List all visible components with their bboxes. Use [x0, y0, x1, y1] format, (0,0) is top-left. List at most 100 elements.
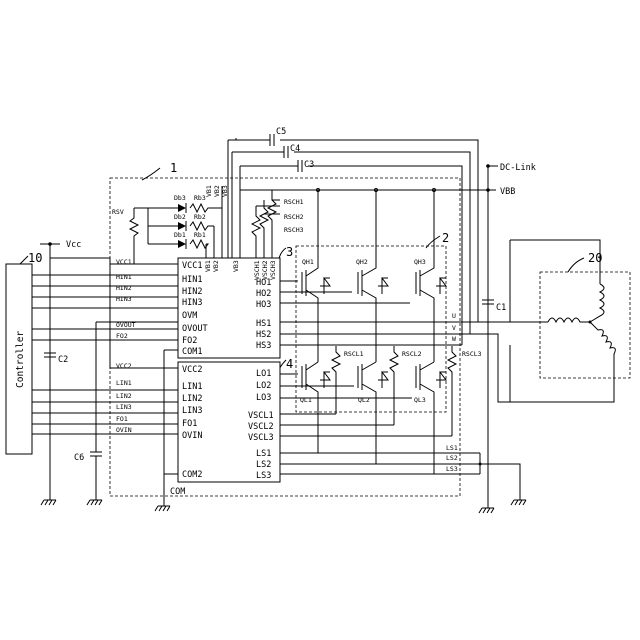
c6-capacitor: [90, 322, 178, 500]
rb1-label: Rb1: [194, 231, 206, 239]
rsch2-label: RSCH2: [284, 213, 304, 221]
hvic-pin-hs3: HS3: [256, 341, 271, 351]
lvic-pin-vcc2: VCC2: [182, 365, 202, 375]
vb3-wire-label: VB3: [221, 185, 229, 197]
hvic-top-vb3: VB3: [232, 260, 240, 272]
db1-diode: [178, 240, 186, 248]
ls2-node-label: LS2: [446, 454, 458, 462]
lvic-pin-lin3: LIN3: [182, 406, 202, 416]
lvic-pin-vscl1: VSCL1: [248, 411, 274, 421]
controller-label: Controller: [15, 331, 26, 388]
sig-fo2: FO2: [116, 332, 128, 340]
lvic-pin-lo3: LO3: [256, 393, 271, 403]
lvic-pin-lo1: LO1: [256, 369, 271, 379]
vb1-wire-label: VB1: [205, 185, 213, 197]
controller-signal-wires: [32, 275, 178, 434]
rsv-resistor: [130, 208, 178, 264]
rb2-label: Rb2: [194, 213, 206, 221]
sig-vcc2: VCC2: [116, 362, 132, 370]
c1-label: C1: [496, 303, 506, 313]
ql2-igbt: [358, 362, 388, 464]
vb2-wire-label: VB2: [213, 185, 221, 197]
lvic-number: 4: [286, 357, 293, 371]
hvic-pin-hs1: HS1: [256, 319, 271, 329]
lvic-pin-lo2: LO2: [256, 381, 271, 391]
qh3-label: QH3: [414, 258, 426, 266]
ql3-label: QL3: [414, 396, 426, 404]
lvic-pin-ls3: LS3: [256, 471, 271, 481]
sig-hin2: HIN2: [116, 284, 132, 292]
rscl3-label: RSCL3: [462, 350, 482, 358]
phase-u: U: [452, 312, 456, 320]
c4-label: C4: [290, 144, 300, 154]
hvic-pin-ho2: HO2: [256, 289, 271, 299]
hvic-pin-hin2: HIN2: [182, 287, 202, 297]
com-label: COM: [170, 487, 185, 497]
hvic-pin-ho3: HO3: [256, 300, 271, 310]
lvic-pin-ls1: LS1: [256, 449, 271, 459]
ql3-igbt: [416, 362, 446, 474]
c6-label: C6: [74, 453, 84, 463]
dclink-node: [486, 164, 490, 168]
rscl-resistors: [332, 346, 456, 436]
vcc-node: [48, 242, 52, 246]
hvic-pin-vcc1: VCC1: [182, 261, 202, 271]
ground-symbols: [41, 500, 526, 513]
qh2-label: QH2: [356, 258, 368, 266]
sig-hin3: HIN3: [116, 295, 132, 303]
sig-vcc1: VCC1: [116, 258, 132, 266]
db2-label: Db2: [174, 213, 186, 221]
c2-label: C2: [58, 355, 68, 365]
hvic-pin-ho1: HO1: [256, 278, 271, 288]
lvic-pin-com2: COM2: [182, 470, 202, 480]
controller-number: 10: [28, 251, 42, 265]
rsch3-label: RSCH3: [284, 226, 304, 234]
c3-label: C3: [304, 160, 314, 170]
db2-diode: [178, 222, 186, 230]
hvic-number: 3: [286, 245, 293, 259]
sig-fo1: FO1: [116, 415, 128, 423]
ls3-node-label: LS3: [446, 465, 458, 473]
ql1-label: QL1: [300, 396, 312, 404]
rsch-resistors: [252, 190, 280, 258]
hvic-top-vb2: VB2: [212, 260, 220, 272]
sig-lin2: LIN2: [116, 392, 132, 400]
hvic-pin-com1: COM1: [182, 347, 202, 357]
hvic-pin-hs2: HS2: [256, 330, 271, 340]
hvic-pin-hin1: HIN1: [182, 275, 202, 285]
sig-lin1: LIN1: [116, 379, 132, 387]
hvic-top-vb1: VB1: [204, 260, 212, 272]
inverter-number: 2: [442, 231, 449, 245]
lvic-pin-ls2: LS2: [256, 460, 271, 470]
qh1-label: QH1: [302, 258, 314, 266]
vcc-label: Vcc: [66, 240, 81, 250]
vbb-node: [486, 188, 490, 192]
rsv-label: RSV: [112, 208, 124, 216]
lvic-pin-vscl2: VSCL2: [248, 422, 274, 432]
db1-label: Db1: [174, 231, 186, 239]
lvic-pin-ovin: OVIN: [182, 431, 202, 441]
high-gate-wires: [280, 281, 530, 356]
motor-outline: [540, 272, 630, 378]
phase-w: W: [452, 335, 456, 343]
dclink-label: DC-Link: [500, 163, 536, 173]
ls-wires: [480, 453, 520, 500]
hvic-pin-hin3: HIN3: [182, 298, 202, 308]
hvic-pin-ovm: OVM: [182, 311, 197, 321]
lvic-pin-lin2: LIN2: [182, 394, 202, 404]
lvic-pin-fo1: FO1: [182, 419, 197, 429]
hvic-pin-ovout: OVOUT: [182, 324, 208, 334]
c5-label: C5: [276, 127, 286, 137]
module-number: 1: [170, 161, 177, 175]
ql2-label: QL2: [358, 396, 370, 404]
db3-label: Db3: [174, 194, 186, 202]
rscl1-label: RSCL1: [344, 350, 364, 358]
ls1-node-label: LS1: [446, 444, 458, 452]
sig-lin3: LIN3: [116, 403, 132, 411]
lvic-pin-vscl3: VSCL3: [248, 433, 274, 443]
ql1-igbt: [302, 362, 330, 453]
vcc-rail: [40, 244, 178, 500]
sig-ovin: OVIN: [116, 426, 132, 434]
phase-v: V: [452, 324, 456, 332]
